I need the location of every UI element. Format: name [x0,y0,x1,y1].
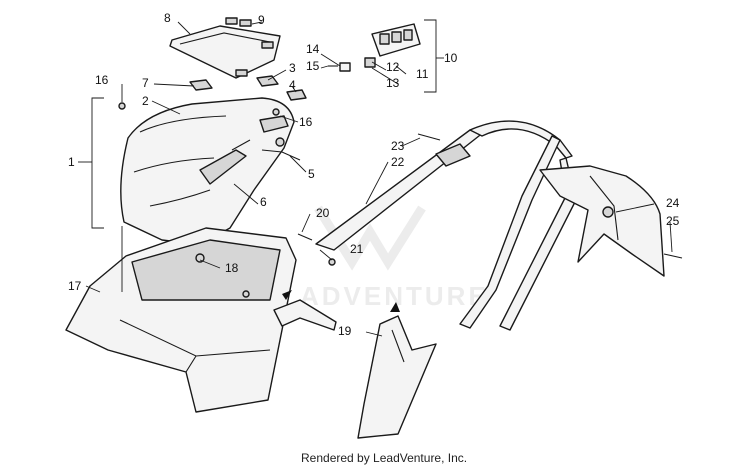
footer-credit: Rendered by LeadVenture, Inc. [301,451,467,465]
leader-lines [85,21,673,337]
group-brackets [78,19,444,229]
part-rear-guard[interactable] [273,299,437,439]
callout-18: 18 [225,261,239,275]
callout-11: 11 [416,67,429,81]
part-rear-flap[interactable] [539,165,665,277]
callout-13: 13 [386,76,400,90]
part-seat[interactable] [120,97,295,243]
callout-14: 14 [306,42,320,56]
part-emblems[interactable] [189,75,307,101]
callout-25: 25 [666,214,680,228]
callout-1: 1 [68,155,75,169]
callout-24: 24 [666,196,680,210]
direction-arrows [282,290,400,312]
callout-12: 12 [386,60,400,74]
callout-23: 23 [391,139,405,153]
callout-22: 22 [391,155,405,169]
part-tray-plate[interactable] [169,17,281,79]
callout-16-right: 16 [299,115,313,129]
callout-8: 8 [164,11,171,25]
callout-3: 3 [289,61,296,75]
part-storage-body[interactable] [65,227,297,413]
callout-15: 15 [306,59,320,73]
callout-10: 10 [444,51,458,65]
callout-19: 19 [338,324,352,338]
callout-7: 7 [142,76,149,90]
part-tail-light[interactable] [371,23,421,57]
callout-2: 2 [142,94,149,108]
callout-6: 6 [260,195,267,209]
callout-16-left: 16 [95,73,109,87]
callout-9: 9 [258,13,265,27]
callout-21: 21 [350,242,364,256]
callout-17: 17 [68,279,82,293]
fasteners[interactable] [118,102,683,266]
callout-5: 5 [308,167,315,181]
part-seat-latch[interactable] [261,137,301,161]
watermark-text: ADVENTURE [300,281,489,311]
part-light-hardware[interactable] [328,57,376,72]
callout-4: 4 [289,78,296,92]
callout-20: 20 [316,206,330,220]
callout-labels: 1 2 3 4 5 6 7 8 9 10 11 12 13 14 15 16 1… [68,11,680,338]
watermark: ADVENTURE [300,205,489,311]
